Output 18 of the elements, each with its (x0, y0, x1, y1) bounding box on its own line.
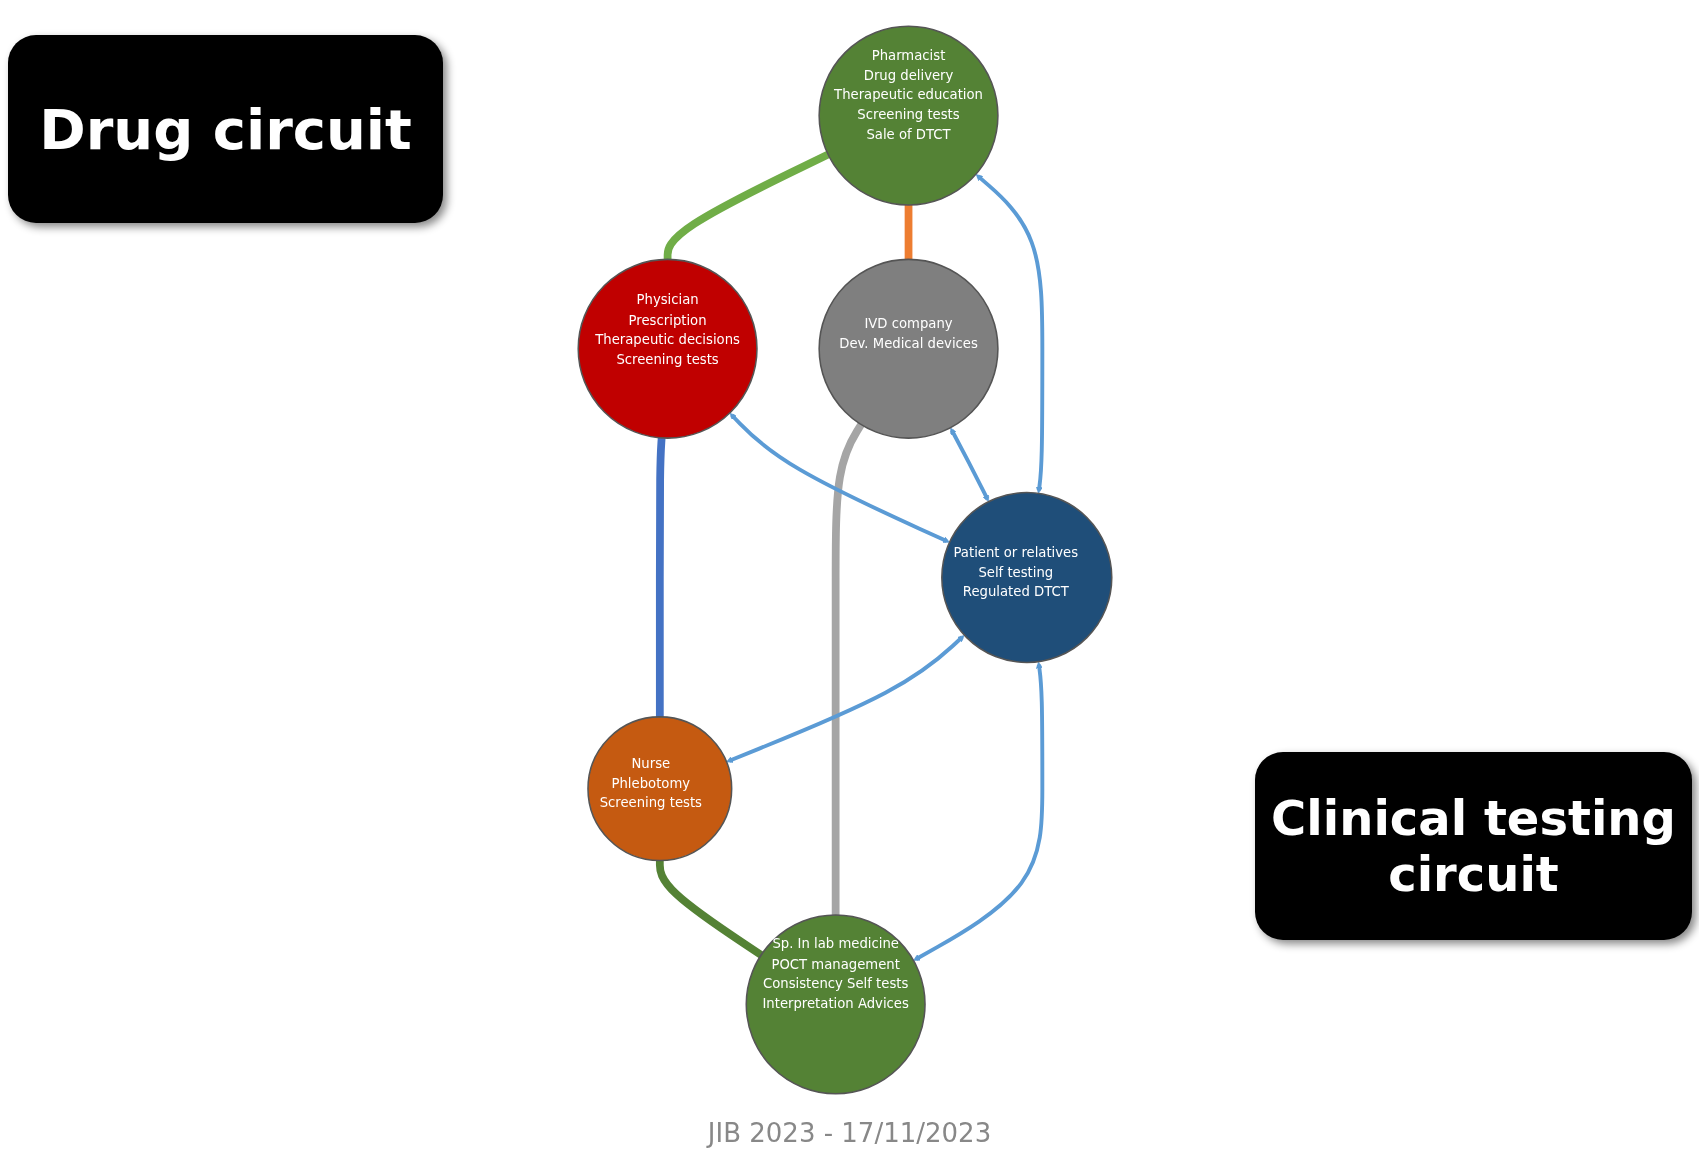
circuit-label: Drug circuit (8, 35, 443, 223)
arrow (950, 427, 989, 502)
connector (904, 205, 913, 260)
arrow (729, 412, 950, 543)
footer-text: JIB 2023 - 17/11/2023 (705, 1118, 993, 1148)
connector (655, 860, 764, 959)
node-circle: IVD company Dev. Medical devices (818, 258, 999, 439)
connector (831, 422, 865, 915)
node-circle: Patient or relatives Self testing Regulated DTCT (941, 491, 1113, 664)
arrow (913, 661, 1045, 961)
arrow (726, 635, 965, 763)
circuit-label: Clinical testing circuit (1255, 752, 1692, 940)
node-circle: Nurse Phlebotomy Screening tests (587, 716, 733, 862)
arrow (975, 174, 1045, 494)
node-circle: Physician Prescription Therapeutic decisions Screening tests (577, 258, 758, 439)
connector (655, 437, 666, 717)
node-circle: Pharmacist Drug delivery Therapeutic education Screening tests Sale of DTCT (818, 25, 999, 206)
node-circle: Sp. In lab medicine POCT management Consistency Self tests Interpretation Advices (745, 914, 926, 1095)
